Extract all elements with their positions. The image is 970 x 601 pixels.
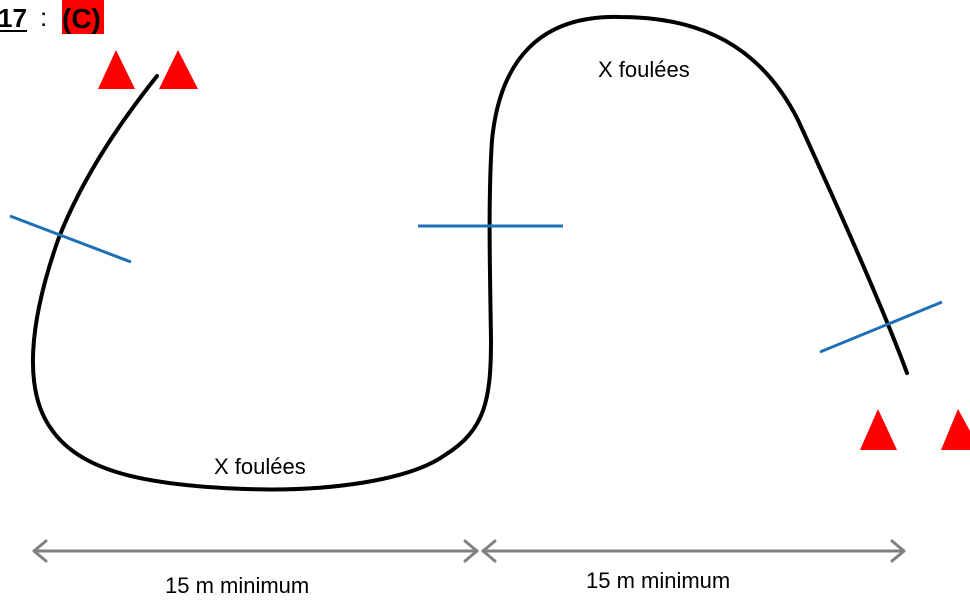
exercise-code: (C)	[62, 3, 101, 34]
marker-line-left	[9, 214, 132, 264]
distance-label-right: 15 m minimum	[586, 568, 730, 593]
start-cone-left-icon	[98, 50, 135, 89]
end-cone-right-icon	[941, 409, 970, 450]
distance-arrow-right	[481, 539, 906, 563]
code-highlight	[62, 0, 104, 34]
header-separator: :	[40, 2, 47, 32]
exercise-number: 17	[0, 3, 27, 33]
marker-line-right	[819, 300, 943, 354]
end-cone-left-icon	[860, 409, 897, 450]
stride-label-top: X foulées	[598, 57, 690, 82]
stride-label-bottom: X foulées	[214, 454, 306, 479]
riding-track	[30, 14, 909, 492]
start-cone-right-icon	[159, 50, 198, 89]
distance-label-left: 15 m minimum	[165, 573, 309, 598]
distance-arrow-left	[32, 539, 479, 563]
